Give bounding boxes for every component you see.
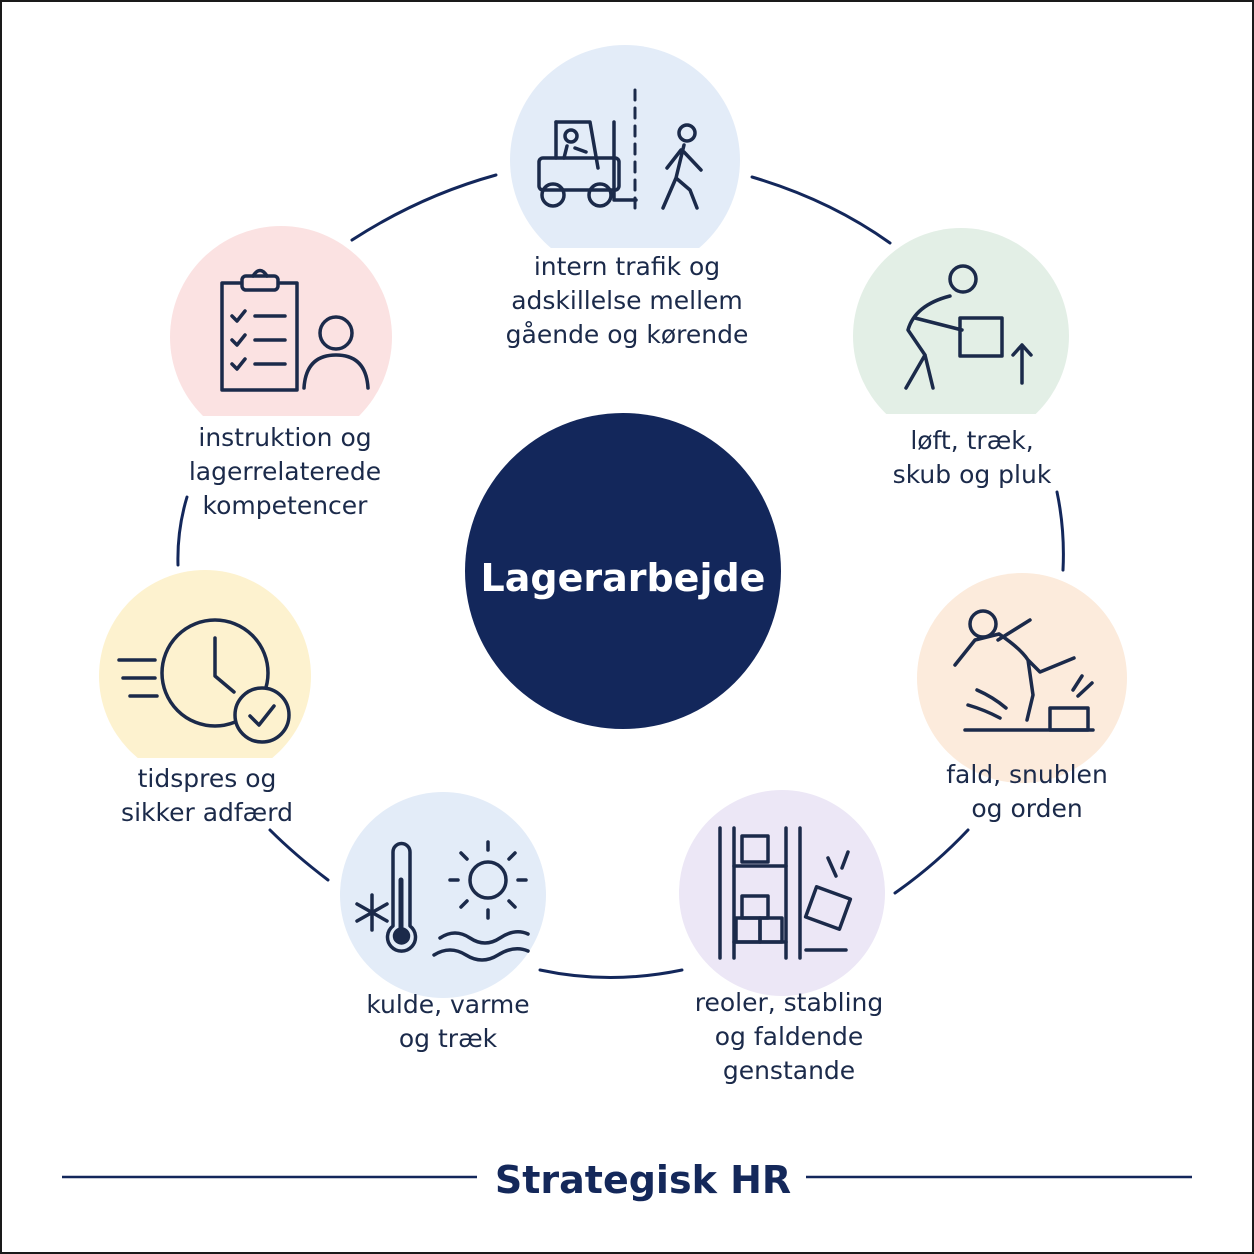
ring-arcs <box>176 173 1065 979</box>
topic-circle-shelving <box>679 790 885 996</box>
topic-label-line: reoler, stabling <box>694 988 884 1017</box>
topic-label-line: gående og kørende <box>505 320 749 349</box>
label-backing <box>865 414 1070 456</box>
clock-check-icon <box>117 618 291 744</box>
footer-title: Strategisk HR <box>494 1158 792 1202</box>
topic-label-line: instruktion og <box>198 423 372 452</box>
topic-label-temperature: kulde, varme og træk <box>366 988 529 1056</box>
topic-label-line: genstande <box>722 1056 856 1085</box>
topic-label-traffic: intern trafik og adskillelse mellem gåen… <box>506 250 749 352</box>
label-backing <box>110 758 300 800</box>
topic-label-line: og faldende <box>714 1022 864 1051</box>
topic-label-time: tidspres og sikker adfærd <box>121 762 293 830</box>
topic-label-line: intern trafik og <box>533 252 721 281</box>
label-backing <box>180 416 390 458</box>
ring-arc <box>268 828 330 882</box>
forklift-pedestrian-icon <box>537 88 703 217</box>
topic-label-instruction: instruktion og lagerrelaterede kompetenc… <box>189 421 381 523</box>
topic-label-line: skub og pluk <box>892 460 1052 489</box>
ring-arc <box>350 173 498 242</box>
clipboard-person-icon <box>220 268 370 392</box>
shelving-falling-box-icon <box>718 826 853 960</box>
center-title: Lagerarbejde <box>480 556 766 600</box>
ring-arc <box>750 175 892 245</box>
thermometer-sun-icon <box>355 840 530 962</box>
lifting-person-icon <box>904 264 1033 390</box>
topic-label-line: lagerrelaterede <box>188 457 382 486</box>
topic-label-line: sikker adfærd <box>121 798 293 827</box>
ring-arc <box>1055 490 1065 572</box>
topic-label-line: og træk <box>398 1024 498 1053</box>
topic-label-line: fald, snublen <box>946 760 1108 789</box>
topic-label-line: kompetencer <box>202 491 368 520</box>
ring-arc <box>538 968 684 979</box>
label-backing <box>495 248 757 348</box>
topic-label-falls: fald, snublen og orden <box>946 758 1108 826</box>
topic-label-line: adskillelse mellem <box>511 286 743 315</box>
topic-label-line: løft, træk, <box>910 426 1034 455</box>
center-circle <box>465 413 781 729</box>
slip-fall-icon <box>953 609 1095 732</box>
ring-arc <box>176 495 189 567</box>
topic-label-line: kulde, varme <box>366 990 530 1019</box>
topic-label-line: tidspres og <box>137 764 277 793</box>
topic-label-lifting: løft, træk, skub og pluk <box>893 424 1052 492</box>
topic-circle-traffic <box>510 45 740 275</box>
ring-arc <box>893 828 970 895</box>
topic-label-shelving: reoler, stabling og faldende genstande <box>695 986 884 1088</box>
topic-label-line: og orden <box>971 794 1083 823</box>
